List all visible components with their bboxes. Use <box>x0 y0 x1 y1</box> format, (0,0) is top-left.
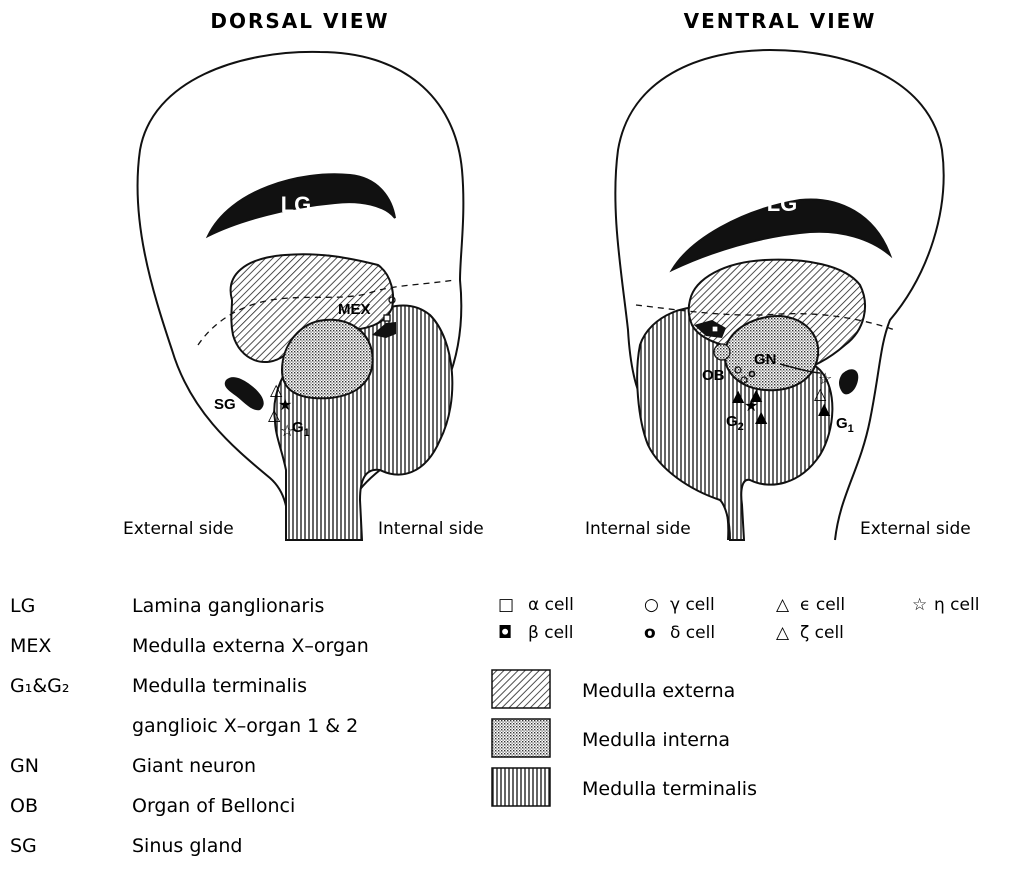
ventral-diagram: LG OB GN G2 ▲ ★ ▲ ▲ G1 ☆ △ ▲ <box>615 50 943 540</box>
dorsal-g1-eta-cell-2: ☆ <box>280 421 294 440</box>
region-legend: Medulla externa Medulla interna Medulla … <box>492 670 757 806</box>
dorsal-internal-side-label: Internal side <box>378 519 484 539</box>
ventral-ob-label: OB <box>702 367 725 384</box>
cell-delta-symbol: o <box>644 623 656 643</box>
dorsal-external-side-label: External side <box>123 519 234 539</box>
cell-zeta-symbol: △ <box>776 623 790 643</box>
cell-beta-symbol: ◘ <box>498 623 512 643</box>
ventral-g1-label: G1 <box>836 415 854 435</box>
dorsal-mex-alpha-cell <box>384 315 390 321</box>
swatch-medulla-interna <box>492 719 550 757</box>
dorsal-mex-label: MEX <box>338 301 371 318</box>
abbr-sg-meaning: Sinus gland <box>132 835 242 857</box>
abbr-g1-g2: G₁&G₂ <box>10 675 70 697</box>
ventral-view-title: VENTRAL VIEW <box>684 9 877 33</box>
abbr-ob: OB <box>10 795 38 817</box>
legend-medulla-interna-label: Medulla interna <box>582 729 730 751</box>
cell-delta-label: δ cell <box>670 623 715 643</box>
ventral-ob-body <box>714 344 730 360</box>
dorsal-lg-label: LG <box>281 192 312 217</box>
abbreviation-key: LG Lamina ganglionaris MEX Medulla exter… <box>10 595 369 857</box>
cell-gamma-symbol: ○ <box>644 595 659 615</box>
ventral-gn-label: GN <box>754 351 777 368</box>
abbr-g1-g2-meaning-cont: ganglioic X–organ 1 & 2 <box>132 715 358 737</box>
cell-epsilon-label: ϵ cell <box>800 595 845 615</box>
abbr-g1-g2-meaning: Medulla terminalis <box>132 675 307 697</box>
cell-eta-label: η cell <box>934 595 979 615</box>
abbr-sg: SG <box>10 835 37 857</box>
swatch-medulla-terminalis <box>492 768 550 806</box>
legend-medulla-externa-label: Medulla externa <box>582 680 735 702</box>
abbr-lg: LG <box>10 595 35 617</box>
cell-alpha-symbol: □ <box>498 595 514 615</box>
abbr-ob-meaning: Organ of Bellonci <box>132 795 295 817</box>
dorsal-diagram: LG SG MEX G1 △ ★ △ ☆ <box>138 52 464 540</box>
swatch-medulla-externa <box>492 670 550 708</box>
abbr-mex: MEX <box>10 635 51 657</box>
ventral-g2-epsilon-cell-2: ▲ <box>755 407 768 426</box>
abbr-lg-meaning: Lamina ganglionaris <box>132 595 324 617</box>
ventral-mex-alpha-cell <box>712 326 718 332</box>
legend-medulla-terminalis-label: Medulla terminalis <box>582 778 757 800</box>
abbr-gn-meaning: Giant neuron <box>132 755 256 777</box>
ventral-g2-zeta-cell: ▲ <box>750 385 763 404</box>
cell-gamma-label: γ cell <box>670 595 715 615</box>
abbr-gn: GN <box>10 755 39 777</box>
cell-zeta-label: ζ cell <box>800 623 844 643</box>
ventral-internal-side-label: Internal side <box>585 519 691 539</box>
cell-eta-symbol: ☆ <box>912 595 927 615</box>
dorsal-sg-label: SG <box>214 396 236 413</box>
cell-type-key: □ α cell ◘ β cell ○ γ cell o δ cell △ ϵ … <box>498 595 979 643</box>
ventral-external-side-label: External side <box>860 519 971 539</box>
cell-epsilon-symbol: △ <box>776 595 790 615</box>
abbr-mex-meaning: Medulla externa X–organ <box>132 635 369 657</box>
cell-alpha-label: α cell <box>528 595 574 615</box>
cell-beta-label: β cell <box>528 623 574 643</box>
dorsal-view-title: DORSAL VIEW <box>210 9 389 33</box>
ventral-sinus-gland <box>839 369 858 394</box>
ventral-lg-label: LG <box>767 191 798 216</box>
ventral-g1-zeta-cell: ▲ <box>818 399 831 418</box>
